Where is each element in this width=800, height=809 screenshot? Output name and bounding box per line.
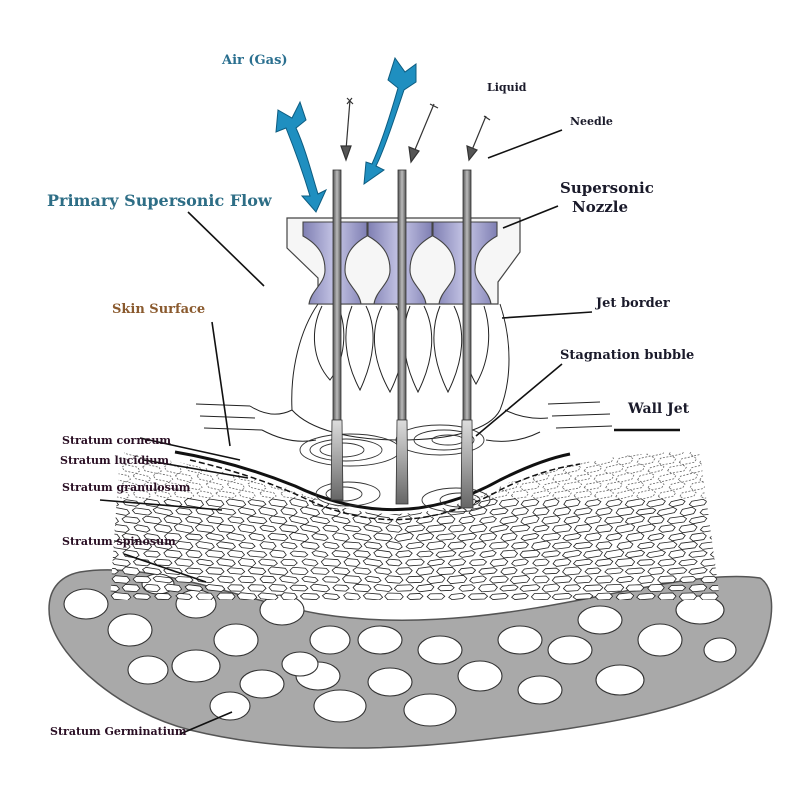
basal-cell [547, 635, 593, 665]
gas-arrow-icon [275, 100, 328, 213]
label-stratum-spinosum: Stratum spinosum [62, 535, 176, 548]
liquid-arrow-icon [466, 145, 478, 162]
label-primary-supersonic-flow: Primary Supersonic Flow [47, 191, 273, 210]
needles [330, 169, 474, 509]
basal-cell [417, 635, 463, 665]
basal-cell [107, 613, 153, 647]
basal-cell [309, 625, 351, 655]
needle [332, 169, 342, 421]
basal-cell [637, 623, 683, 657]
basal-cell [367, 667, 413, 697]
basal-cell [213, 623, 259, 657]
basal-cell [127, 655, 169, 685]
basal-cell [281, 651, 319, 677]
label-liquid: Liquid [487, 81, 527, 94]
label-stratum-corneum: Stratum corneum [62, 434, 171, 447]
basal-cell [675, 595, 725, 625]
liquid-jet [460, 419, 474, 509]
label-needle: Needle [570, 115, 613, 128]
basal-cell [595, 664, 645, 696]
skin-surface-line [174, 450, 571, 512]
needle [462, 169, 472, 421]
liquid-arrow-icon [408, 146, 420, 164]
leader-lines [99, 129, 680, 735]
basal-cell [577, 605, 623, 635]
label-jet-border: Jet border [595, 296, 670, 311]
needle [397, 169, 407, 421]
label-stagnation-bubble: Stagnation bubble [560, 348, 694, 363]
gas-arrows [275, 56, 417, 213]
liquid-arrows [340, 97, 491, 164]
basal-cell [239, 669, 285, 699]
basal-cell [171, 649, 221, 683]
label-wall-jet: Wall Jet [627, 401, 690, 417]
basal-cell [403, 693, 457, 727]
label-stratum-germinatium: Stratum Germinatium [50, 725, 187, 738]
basal-cell [497, 625, 543, 655]
label-stratum-lucidium: Stratum lucidium [60, 454, 169, 467]
diagram-labels: Air (Gas) Liquid Needle Primary Superson… [47, 53, 694, 738]
basal-cell [357, 625, 403, 655]
label-supersonic: Supersonic [560, 179, 654, 197]
basal-cell [517, 675, 563, 705]
gas-arrow-icon [363, 56, 417, 186]
basal-cell [703, 637, 737, 663]
liquid-jet [330, 419, 344, 501]
label-nozzle: Nozzle [572, 198, 628, 216]
basal-cell [457, 660, 503, 692]
basal-cell [209, 691, 251, 721]
label-stratum-granulosum: Stratum granulosum [62, 481, 191, 494]
liquid-arrow-icon [340, 145, 352, 162]
label-skin-surface: Skin Surface [112, 302, 205, 317]
label-air-gas: Air (Gas) [221, 53, 288, 68]
liquid-jet [395, 419, 409, 505]
basal-cell [63, 588, 109, 620]
basal-cell [313, 689, 367, 723]
